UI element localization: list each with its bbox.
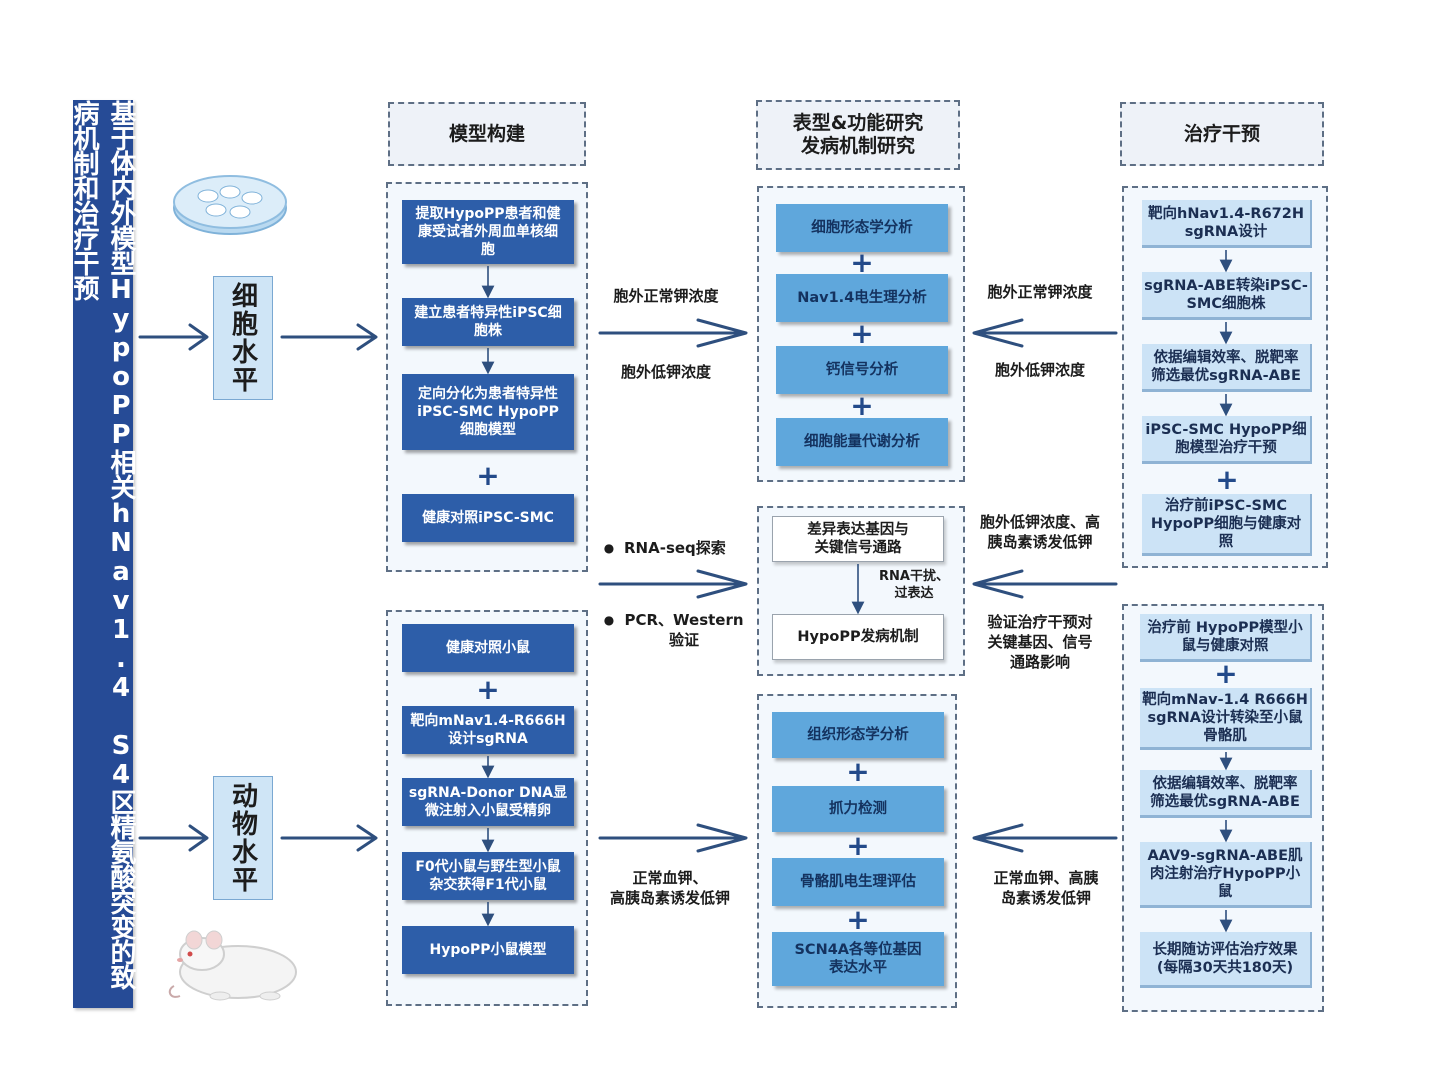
arrowhead xyxy=(972,823,1024,853)
label-extracellular-normal-k-right: 胞外正常钾浓度 xyxy=(987,283,1093,301)
animal-level-label: 动物水平 xyxy=(213,776,273,900)
header-study: 表型&功能研究 发病机制研究 xyxy=(756,100,960,170)
plus-sign: + xyxy=(846,829,870,862)
treat-animal-step-2: 依据编辑效率、脱靶率 筛选最优sgRNA-ABE xyxy=(1140,770,1312,818)
arrowhead xyxy=(972,318,1024,348)
model-animal-step-2: sgRNA-Donor DNA显 微注射入小鼠受精卵 xyxy=(402,778,574,826)
label-extracellular-normal-k-left: 胞外正常钾浓度 xyxy=(613,287,719,305)
cell-level-label: 细胞水平 xyxy=(213,276,273,400)
plus-sign: + xyxy=(476,459,500,492)
study-animal-item-3: 骨骼肌电生理评估 xyxy=(772,858,944,906)
model-cell-step-1: 提取HypoPP患者和健 康受试者外周血单核细 胞 xyxy=(402,200,574,264)
header-model: 模型构建 xyxy=(388,102,586,166)
label-pcr-western: PCR、Western 验证 xyxy=(624,611,744,649)
plus-sign: + xyxy=(850,317,874,350)
petri-dish-icon xyxy=(173,175,287,235)
model-animal-control: 健康对照小鼠 xyxy=(402,624,574,672)
arrowhead xyxy=(188,824,209,852)
treat-animal-step-1: 靶向mNav-1.4 R666H sgRNA设计转染至小鼠 骨骼肌 xyxy=(1140,688,1312,750)
label-extracellular-low-k-right: 胞外低钾浓度 xyxy=(994,361,1085,379)
treat-cell-step-2: sgRNA-ABE转染iPSC- SMC细胞株 xyxy=(1142,272,1312,320)
model-cell-step-2: 建立患者特异性iPSC细 胞株 xyxy=(402,298,574,346)
mechanism-rnai-label: RNA干扰、 过表达 xyxy=(879,569,949,601)
study-cell-item-2: Nav1.4电生理分析 xyxy=(776,274,948,322)
treat-animal-control: 治疗前 HypoPP模型小 鼠与健康对照 xyxy=(1140,614,1312,662)
plus-sign: + xyxy=(846,755,870,788)
plus-sign: + xyxy=(850,389,874,422)
model-animal-step-4: HypoPP小鼠模型 xyxy=(402,926,574,974)
bullet-icon: ● xyxy=(603,541,615,555)
model-cell-step-3: 定向分化为患者特异性 iPSC-SMC HypoPP 细胞模型 xyxy=(402,374,574,450)
study-cell-item-1: 细胞形态学分析 xyxy=(776,204,948,252)
model-animal-step-1: 靶向mNav1.4-R666H 设计sgRNA xyxy=(402,706,574,754)
treat-animal-step-4: 长期随访评估治疗效果 (每隔30天共180天) xyxy=(1140,932,1312,988)
treat-cell-control: 治疗前iPSC-SMC HypoPP细胞与健康对 照 xyxy=(1142,494,1312,556)
mechanism-result-box: HypoPP发病机制 xyxy=(772,614,944,660)
arrowhead xyxy=(696,569,748,599)
header-treatment: 治疗干预 xyxy=(1120,102,1324,166)
treat-animal-step-3: AAV9-sgRNA-ABE肌 肉注射治疗HypoPP小 鼠 xyxy=(1140,842,1312,908)
label-rnaseq: RNA-seq探索 xyxy=(624,539,726,557)
arrowhead xyxy=(356,824,378,852)
plus-sign: + xyxy=(476,673,500,706)
treat-cell-step-1: 靶向hNav1.4-R672H sgRNA设计 xyxy=(1142,200,1312,248)
study-animal-item-2: 抓力检测 xyxy=(772,786,944,832)
treat-cell-step-3: 依据编辑效率、脱靶率 筛选最优sgRNA-ABE xyxy=(1142,344,1312,392)
label-normal-kalemia-right: 正常血钾、高胰 岛素诱发低钾 xyxy=(993,869,1099,907)
arrowhead xyxy=(696,318,748,348)
study-cell-item-3: 钙信号分析 xyxy=(776,346,948,394)
model-animal-step-3: F0代小鼠与野生型小鼠 杂交获得F1代小鼠 xyxy=(402,852,574,900)
study-animal-item-1: 组织形态学分析 xyxy=(772,712,944,758)
plus-sign: + xyxy=(846,903,870,936)
model-cell-control: 健康对照iPSC-SMC xyxy=(402,494,574,542)
arrowhead xyxy=(356,323,378,351)
label-low-k-insulin-right: 胞外低钾浓度、高 胰岛素诱发低钾 xyxy=(979,513,1100,551)
arrowhead xyxy=(696,823,748,853)
treat-cell-step-4: iPSC-SMC HypoPP细 胞模型治疗干预 xyxy=(1142,416,1312,464)
study-animal-item-4: SCN4A各等位基因 表达水平 xyxy=(772,932,944,986)
plus-sign: + xyxy=(1214,657,1238,690)
arrowhead xyxy=(188,323,209,351)
bullet-icon: ● xyxy=(603,613,615,627)
diagram-title: 基于体内外模型HypoPP相关hNav1.4 S4区精氨酸突变的致病机制和治疗干… xyxy=(69,100,136,1008)
mechanism-genes-box: 差异表达基因与 关键信号通路 xyxy=(772,516,944,562)
study-cell-item-4: 细胞能量代谢分析 xyxy=(776,418,948,466)
label-normal-kalemia-left: 正常血钾、 高胰岛素诱发低钾 xyxy=(609,869,730,907)
label-validate-treatment: 验证治疗干预对 关键基因、信号 通路影响 xyxy=(987,613,1093,671)
plus-sign: + xyxy=(1215,463,1239,496)
mouse-icon xyxy=(168,930,297,1001)
plus-sign: + xyxy=(850,246,874,279)
arrowhead xyxy=(972,569,1024,599)
label-extracellular-low-k-left: 胞外低钾浓度 xyxy=(620,363,711,381)
